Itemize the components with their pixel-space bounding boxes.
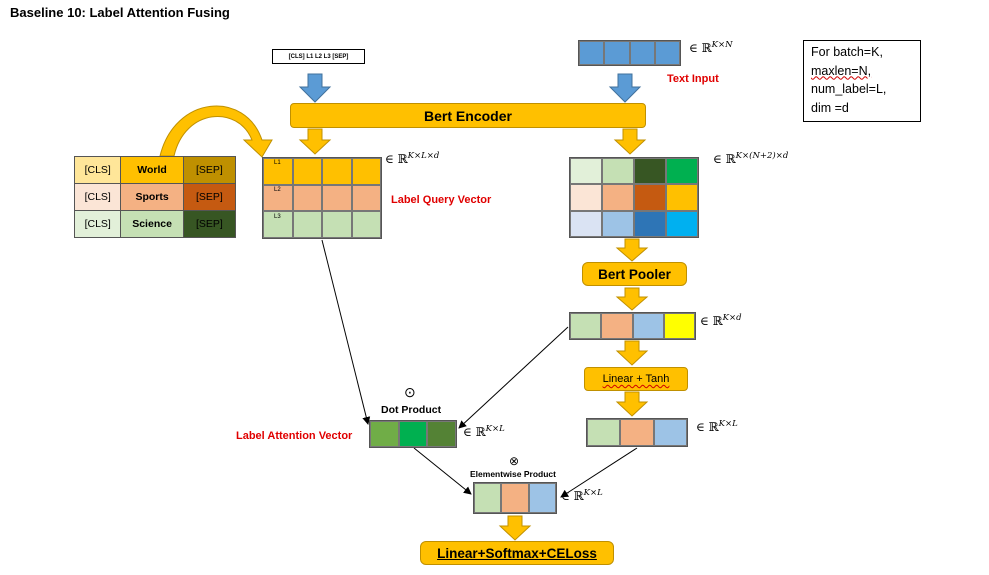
gold-arrow-to-pooler <box>615 238 649 262</box>
dot-product-label: Dot Product <box>381 404 442 416</box>
sep-token: [SEP] <box>182 156 237 184</box>
dot-product-symbol: ⊙ <box>404 384 416 400</box>
note-line-batch: For batch=K, <box>811 45 883 59</box>
bert-encoder-block: Bert Encoder <box>290 103 646 128</box>
label-sports: Sports <box>120 183 184 211</box>
bert-pooler-block: Bert Pooler <box>582 262 687 286</box>
label-row-science: [CLS] Science [SEP] <box>73 210 237 238</box>
row-label-l2: L2 <box>274 187 281 193</box>
encoder-output-matrix <box>569 157 699 238</box>
label-attention-vector <box>369 420 457 448</box>
gold-arrow-to-final <box>498 515 532 541</box>
cls-token: [CLS] <box>73 156 122 184</box>
cls-token: [CLS] <box>73 183 122 211</box>
text-input-vector <box>578 40 681 66</box>
line-attn-to-ewise <box>413 447 472 495</box>
elementwise-product-label: Elementwise Product <box>470 469 556 479</box>
row-label-l3: L3 <box>274 214 281 220</box>
gold-arrow-right <box>613 128 647 155</box>
linear-tanh-label: Linear + Tanh <box>602 373 670 385</box>
label-world: World <box>120 156 184 184</box>
sep-token: [SEP] <box>182 183 237 211</box>
line-tanh-to-ewise <box>560 447 638 498</box>
gold-arrow-left <box>298 128 332 155</box>
gold-arrow-pooler-out <box>615 287 649 311</box>
label-attention-dim: ∈ ℝK×L <box>463 424 505 439</box>
note-line-dim: dim =d <box>811 100 849 115</box>
line-pooled-to-dot <box>458 326 569 429</box>
label-query-dim: ∈ ℝK×L×d <box>385 151 440 166</box>
text-input-label: Text Input <box>667 73 719 85</box>
sep-token: [SEP] <box>182 210 237 238</box>
elementwise-dim: ∈ ℝK×L <box>561 488 603 503</box>
label-row-sports: [CLS] Sports [SEP] <box>73 183 237 211</box>
elementwise-output-vector <box>473 482 557 514</box>
label-row-world: [CLS] World [SEP] <box>73 156 237 184</box>
row-label-l1: L1 <box>274 160 281 166</box>
label-input-box: [CLS] L1 L2 L3 [SEP] <box>272 49 365 64</box>
notation-box: For batch=K, maxlen=N, num_label=L, dim … <box>803 40 921 122</box>
elementwise-product-symbol: ⊗ <box>509 454 520 468</box>
pooled-dim: ∈ ℝK×d <box>700 313 742 328</box>
label-query-matrix <box>262 157 382 239</box>
blue-arrow-right <box>608 73 642 103</box>
linear-tanh-block: Linear + Tanh <box>584 367 688 391</box>
gold-arrow-linear-out <box>615 391 649 417</box>
note-line-num-label: num_label=L, <box>811 82 887 96</box>
blue-arrow-left <box>298 73 332 103</box>
tanh-output-dim: ∈ ℝK×L <box>696 419 738 434</box>
final-loss-block: Linear+Softmax+CELoss <box>420 541 614 565</box>
label-attention-vector-label: Label Attention Vector <box>236 430 353 442</box>
text-input-dim: ∈ ℝK×N <box>689 40 733 55</box>
label-token-table: [CLS] World [SEP] [CLS] Sports [SEP] [CL… <box>73 156 237 238</box>
pooled-vector <box>569 312 696 340</box>
tanh-output-vector <box>586 418 688 447</box>
curved-gold-arrow <box>159 105 273 158</box>
diagram-title: Baseline 10: Label Attention Fusing <box>10 5 230 20</box>
cls-token: [CLS] <box>73 210 122 238</box>
encoder-output-dim: ∈ ℝK×(N+2)×d <box>713 151 789 166</box>
label-query-vector-label: Label Query Vector <box>391 194 492 206</box>
gold-arrow-to-linear <box>615 340 649 366</box>
line-query-to-dot <box>321 239 371 425</box>
label-science: Science <box>120 210 184 238</box>
note-line-maxlen: maxlen=N, <box>811 63 872 78</box>
